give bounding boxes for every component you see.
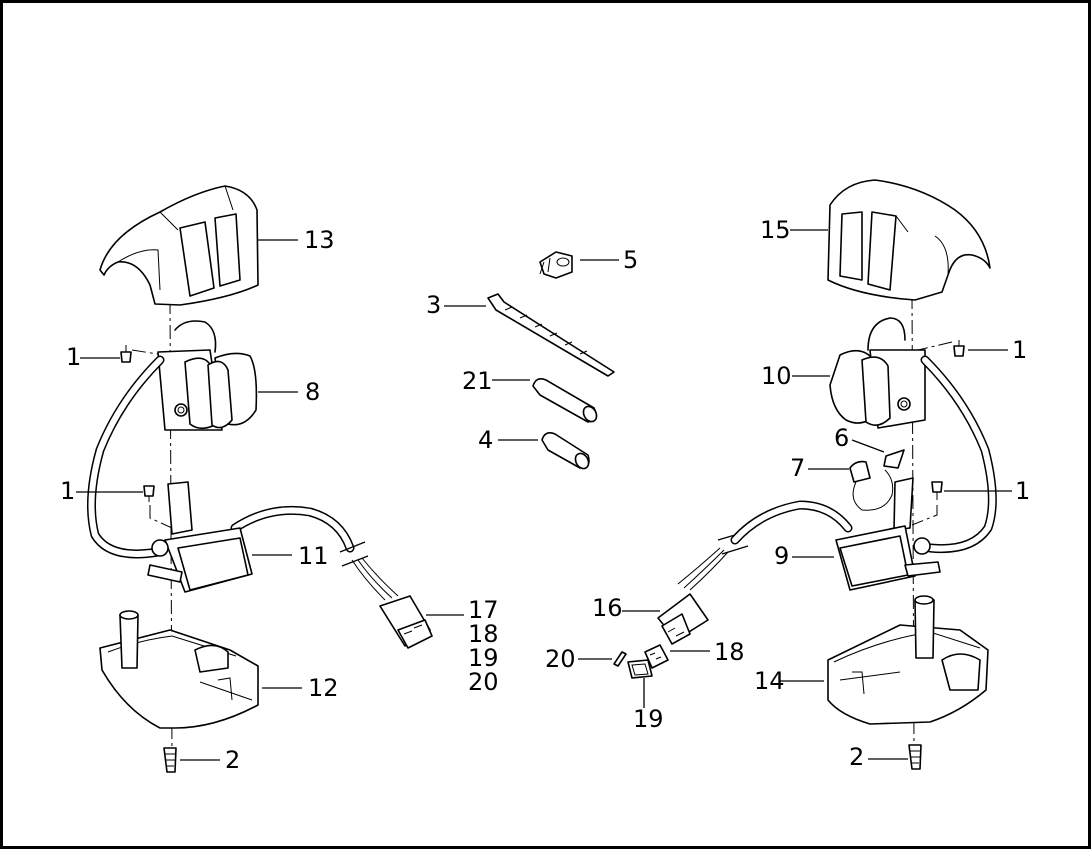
callout-5: 5: [623, 246, 638, 274]
left-mid-bracket: [167, 481, 193, 535]
left-harness-break: [339, 541, 399, 601]
seal-19-right: [627, 659, 653, 679]
callout-18-left: 18: [468, 620, 499, 648]
sleeve-21: [532, 378, 598, 423]
left-switch-module-8: [157, 320, 258, 431]
pin-20-right: [613, 651, 627, 667]
callout-2-left: 2: [225, 746, 240, 774]
right-screw-1-lower: [911, 481, 943, 526]
left-lower-housing-12: [99, 610, 259, 729]
leader-lines: [76, 229, 1012, 761]
callout-19-right: 19: [633, 705, 664, 733]
right-switch-module-9: [835, 525, 941, 591]
callout-20-left: 20: [468, 668, 499, 696]
callout-15: 15: [760, 216, 791, 244]
callout-20-right: 20: [545, 645, 576, 673]
callout-1-left-mid: 1: [60, 477, 75, 505]
right-mid-bracket: [893, 477, 914, 531]
right-connector-16: [657, 593, 709, 645]
callout-2-right: 2: [849, 743, 864, 771]
right-screw-2: [908, 744, 922, 770]
callout-1-left-top: 1: [66, 343, 81, 371]
callout-6: 6: [834, 424, 849, 452]
callout-12: 12: [308, 674, 339, 702]
callout-1-right-mid: 1: [1015, 477, 1030, 505]
terminal-18-right: [644, 644, 669, 669]
callout-8: 8: [305, 378, 320, 406]
right-upper-housing-15: [827, 179, 991, 301]
callout-13: 13: [304, 226, 335, 254]
callout-14: 14: [754, 667, 785, 695]
callout-labels: 13 1 8 1 11 12 2 17 18 19 20 5 3 21 4 15…: [60, 216, 1030, 774]
callout-10: 10: [761, 362, 792, 390]
callout-21: 21: [462, 367, 493, 395]
callout-11: 11: [298, 542, 329, 570]
left-screw-2: [163, 747, 177, 773]
callout-7: 7: [790, 454, 805, 482]
callout-1-right-top: 1: [1012, 336, 1027, 364]
left-connector-17: [379, 595, 433, 649]
sleeve-4: [541, 432, 590, 470]
callout-19-left: 19: [468, 644, 499, 672]
left-switch-module-11: [147, 527, 253, 593]
callout-3: 3: [426, 291, 441, 319]
right-wire-loop: [920, 355, 997, 554]
right-switch-module-10: [829, 317, 926, 429]
callout-18-right: 18: [714, 638, 745, 666]
left-screw-1-lower: [143, 485, 173, 529]
callout-16: 16: [592, 594, 623, 622]
cable-tie-3: [487, 293, 615, 377]
part-6: [883, 449, 905, 469]
part-7: [849, 460, 894, 511]
left-wire-loop: [86, 355, 165, 559]
right-lower-housing-14: [827, 595, 989, 725]
exploded-parts-diagram: 13 1 8 1 11 12 2 17 18 19 20 5 3 21 4 15…: [60, 179, 1030, 774]
callout-9: 9: [774, 542, 789, 570]
left-upper-housing-13: [99, 185, 259, 306]
callout-17: 17: [468, 596, 499, 624]
clip-5: [539, 251, 573, 279]
right-harness-break: [677, 531, 749, 591]
right-screw-1-upper: [917, 340, 965, 357]
callout-4: 4: [478, 426, 493, 454]
